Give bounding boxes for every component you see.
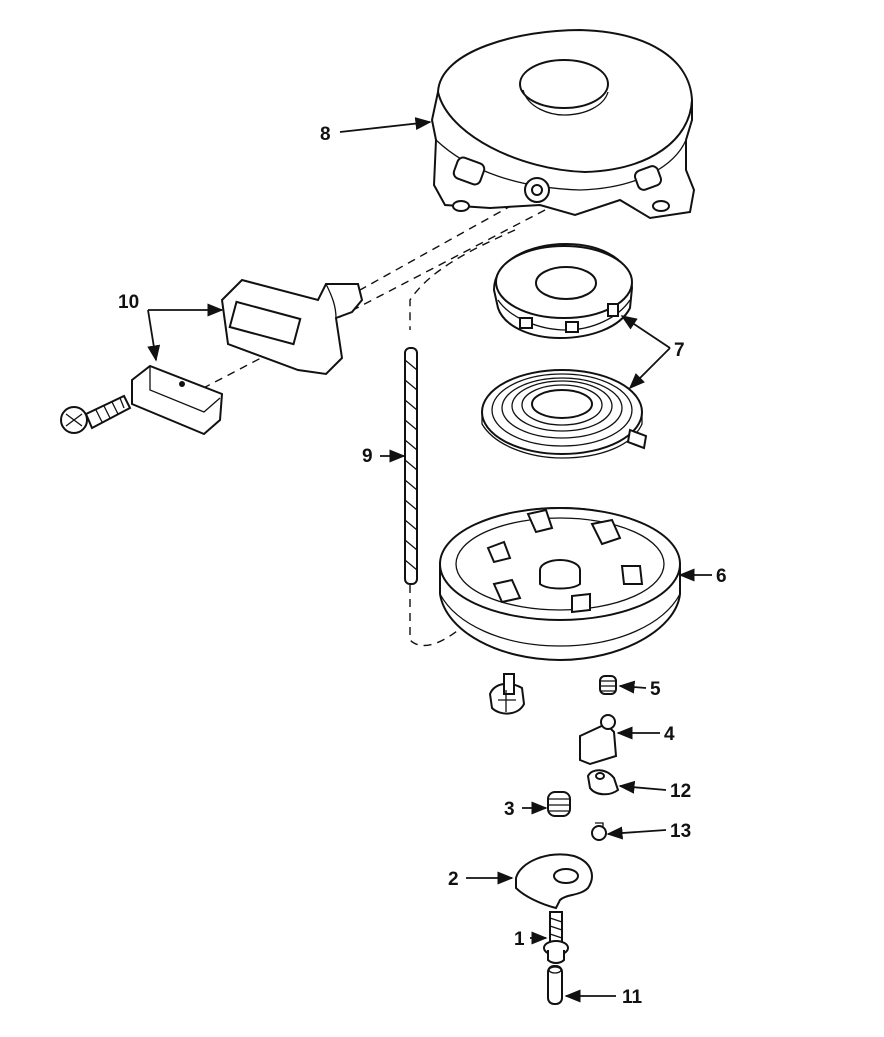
brake-spring bbox=[547, 791, 571, 817]
callout-3: 3 bbox=[504, 799, 515, 820]
callout-10: 10 bbox=[118, 292, 139, 313]
callout-9: 9 bbox=[362, 446, 373, 467]
callout-11: 11 bbox=[622, 987, 643, 1008]
pawl-retainer bbox=[515, 853, 593, 910]
rope-pulley bbox=[439, 506, 681, 662]
recoil-spring bbox=[481, 369, 648, 459]
starter-housing bbox=[430, 28, 696, 220]
callout-12: 12 bbox=[670, 781, 691, 802]
leader-lines bbox=[147, 117, 712, 1003]
starter-rope bbox=[404, 347, 418, 585]
rope-path-dashed bbox=[189, 197, 546, 647]
callout-13: 13 bbox=[670, 821, 691, 842]
pawl bbox=[579, 714, 618, 766]
callout-8: 8 bbox=[320, 124, 331, 145]
callout-1: 1 bbox=[514, 929, 525, 950]
pawl-spring bbox=[599, 675, 617, 695]
rope-insert bbox=[131, 364, 224, 436]
callout-6: 6 bbox=[716, 566, 727, 587]
t-handle bbox=[220, 278, 364, 376]
callout-4: 4 bbox=[664, 724, 675, 745]
callout-7: 7 bbox=[674, 340, 685, 361]
spring-cup bbox=[492, 242, 634, 340]
callout-2: 2 bbox=[448, 869, 459, 890]
callout-5: 5 bbox=[650, 679, 661, 700]
handle-screw bbox=[60, 394, 132, 434]
roll-pin bbox=[547, 965, 563, 1005]
center-bolt bbox=[543, 911, 569, 964]
pawl-washer bbox=[586, 769, 620, 796]
pulley-screw bbox=[488, 673, 526, 715]
callout-labels: 8 10 7 9 6 5 4 12 3 13 2 1 11 bbox=[118, 124, 727, 1008]
small-screw bbox=[591, 822, 607, 841]
